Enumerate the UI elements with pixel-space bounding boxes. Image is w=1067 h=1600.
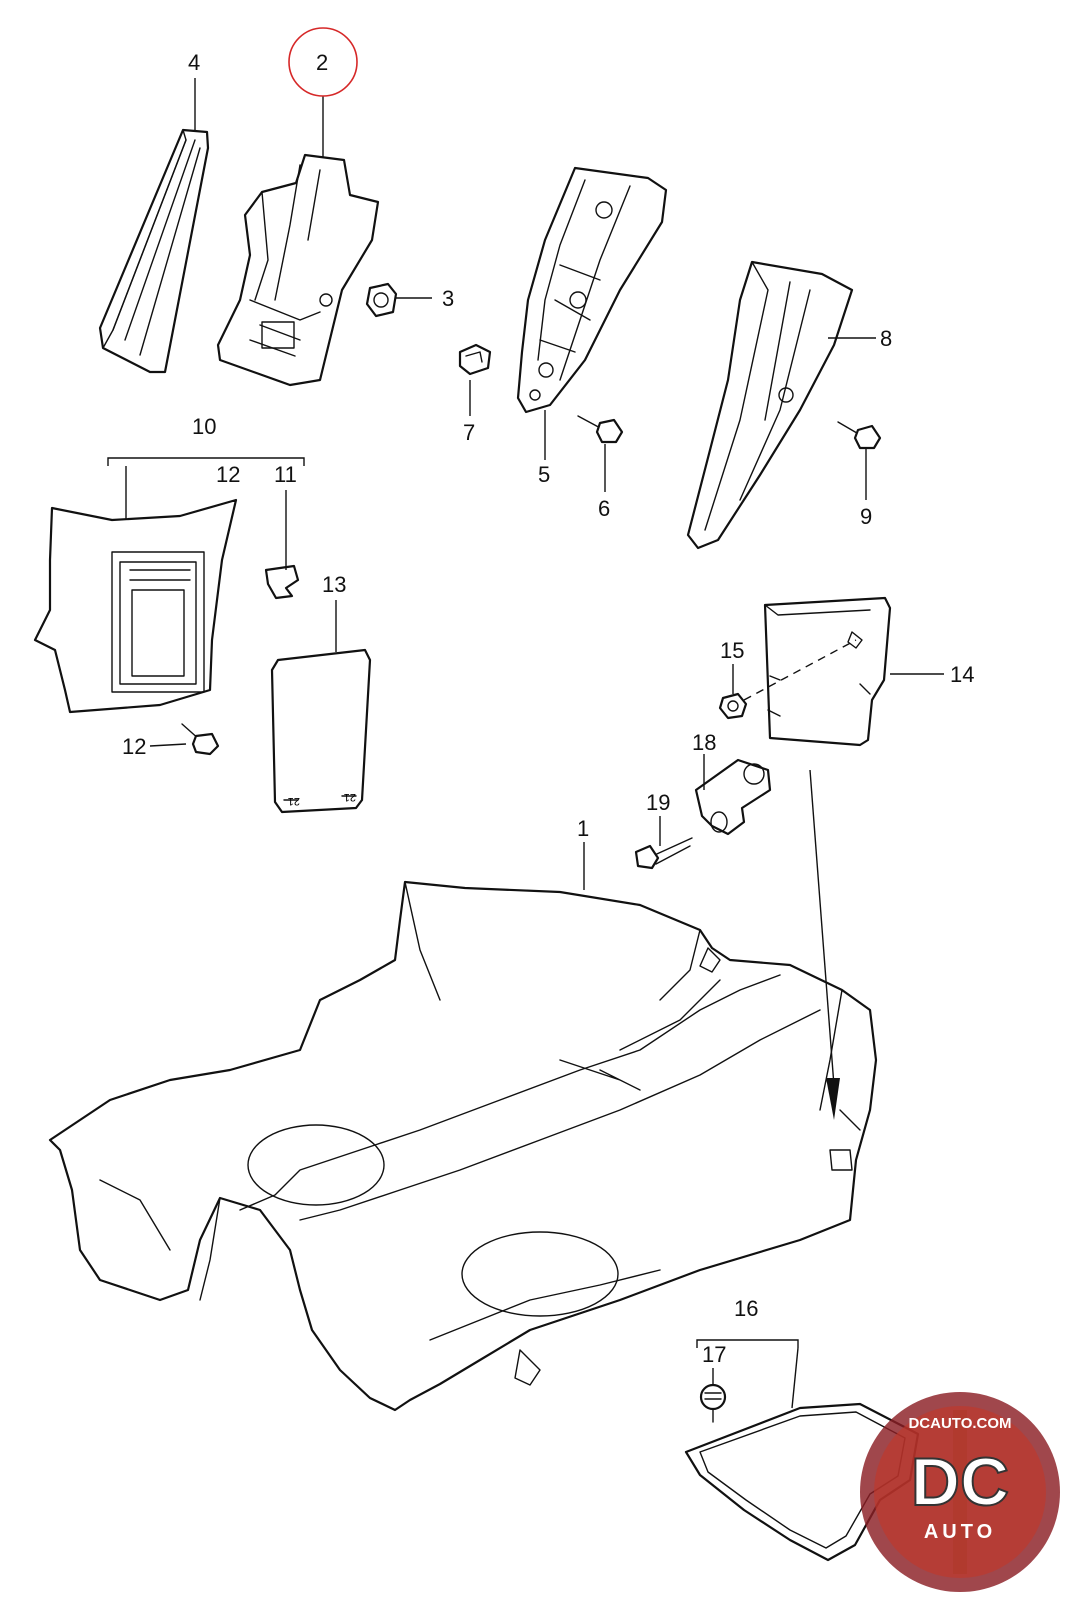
callout-13[interactable]: 13 [322, 572, 346, 597]
part-9-screw [837, 421, 882, 450]
part-11-clip [264, 564, 300, 600]
dcauto-watermark: DCAUTO.COM DC AUTO [860, 1392, 1060, 1592]
callout-16[interactable]: 16 [734, 1296, 758, 1321]
part-12-console-panel [33, 498, 238, 714]
callout-6[interactable]: 6 [598, 496, 610, 521]
callout-10[interactable]: 10 [192, 414, 216, 439]
selected-callout-ring[interactable] [288, 27, 358, 97]
callout-labels: 2 4 3 7 5 6 8 9 10 12 11 13 12 14 15 18 … [122, 27, 974, 1367]
part-14-quarter-panel [763, 596, 892, 747]
callout-19[interactable]: 19 [646, 790, 670, 815]
part-5-pillar-bracket [516, 166, 668, 414]
callout-18[interactable]: 18 [692, 730, 716, 755]
callout-7[interactable]: 7 [463, 420, 475, 445]
part-3-nut [365, 282, 398, 318]
part-stamp-right: 21 [344, 791, 356, 803]
part-17-retainer [699, 1383, 727, 1423]
watermark-mark: DC [911, 1444, 1009, 1520]
part-stamp-left: 21 [288, 795, 300, 807]
callout-4[interactable]: 4 [188, 50, 200, 75]
arrow-head [826, 1078, 840, 1120]
part-19-screw [634, 837, 693, 870]
part-4-trim-strip [98, 128, 210, 374]
callout-3[interactable]: 3 [442, 286, 454, 311]
callout-12-top[interactable]: 12 [216, 462, 240, 487]
callout-1[interactable]: 1 [577, 816, 589, 841]
callout-5[interactable]: 5 [538, 462, 550, 487]
part-8-padded-trim [686, 260, 854, 550]
callout-2[interactable]: 2 [316, 50, 328, 75]
callout-15[interactable]: 15 [720, 638, 744, 663]
leader-lines [107, 78, 944, 1409]
part-15-nut [718, 692, 748, 720]
part-2-side-panel [216, 153, 380, 387]
part-13-panel [270, 648, 372, 814]
callout-9[interactable]: 9 [860, 504, 872, 529]
callout-17[interactable]: 17 [702, 1342, 726, 1367]
part-18-sleeve [694, 758, 772, 836]
callout-14[interactable]: 14 [950, 662, 974, 687]
part-7-clip [458, 343, 492, 376]
part-6-screw [577, 415, 624, 444]
watermark-site: DCAUTO.COM [908, 1415, 1011, 1432]
watermark-sub: AUTO [924, 1521, 996, 1543]
part-12-screw [181, 723, 220, 756]
callout-11[interactable]: 11 [274, 462, 297, 487]
callout-8[interactable]: 8 [880, 326, 892, 351]
part-1-floor-carpet [48, 880, 878, 1412]
callout-12-bottom[interactable]: 12 [122, 734, 146, 759]
